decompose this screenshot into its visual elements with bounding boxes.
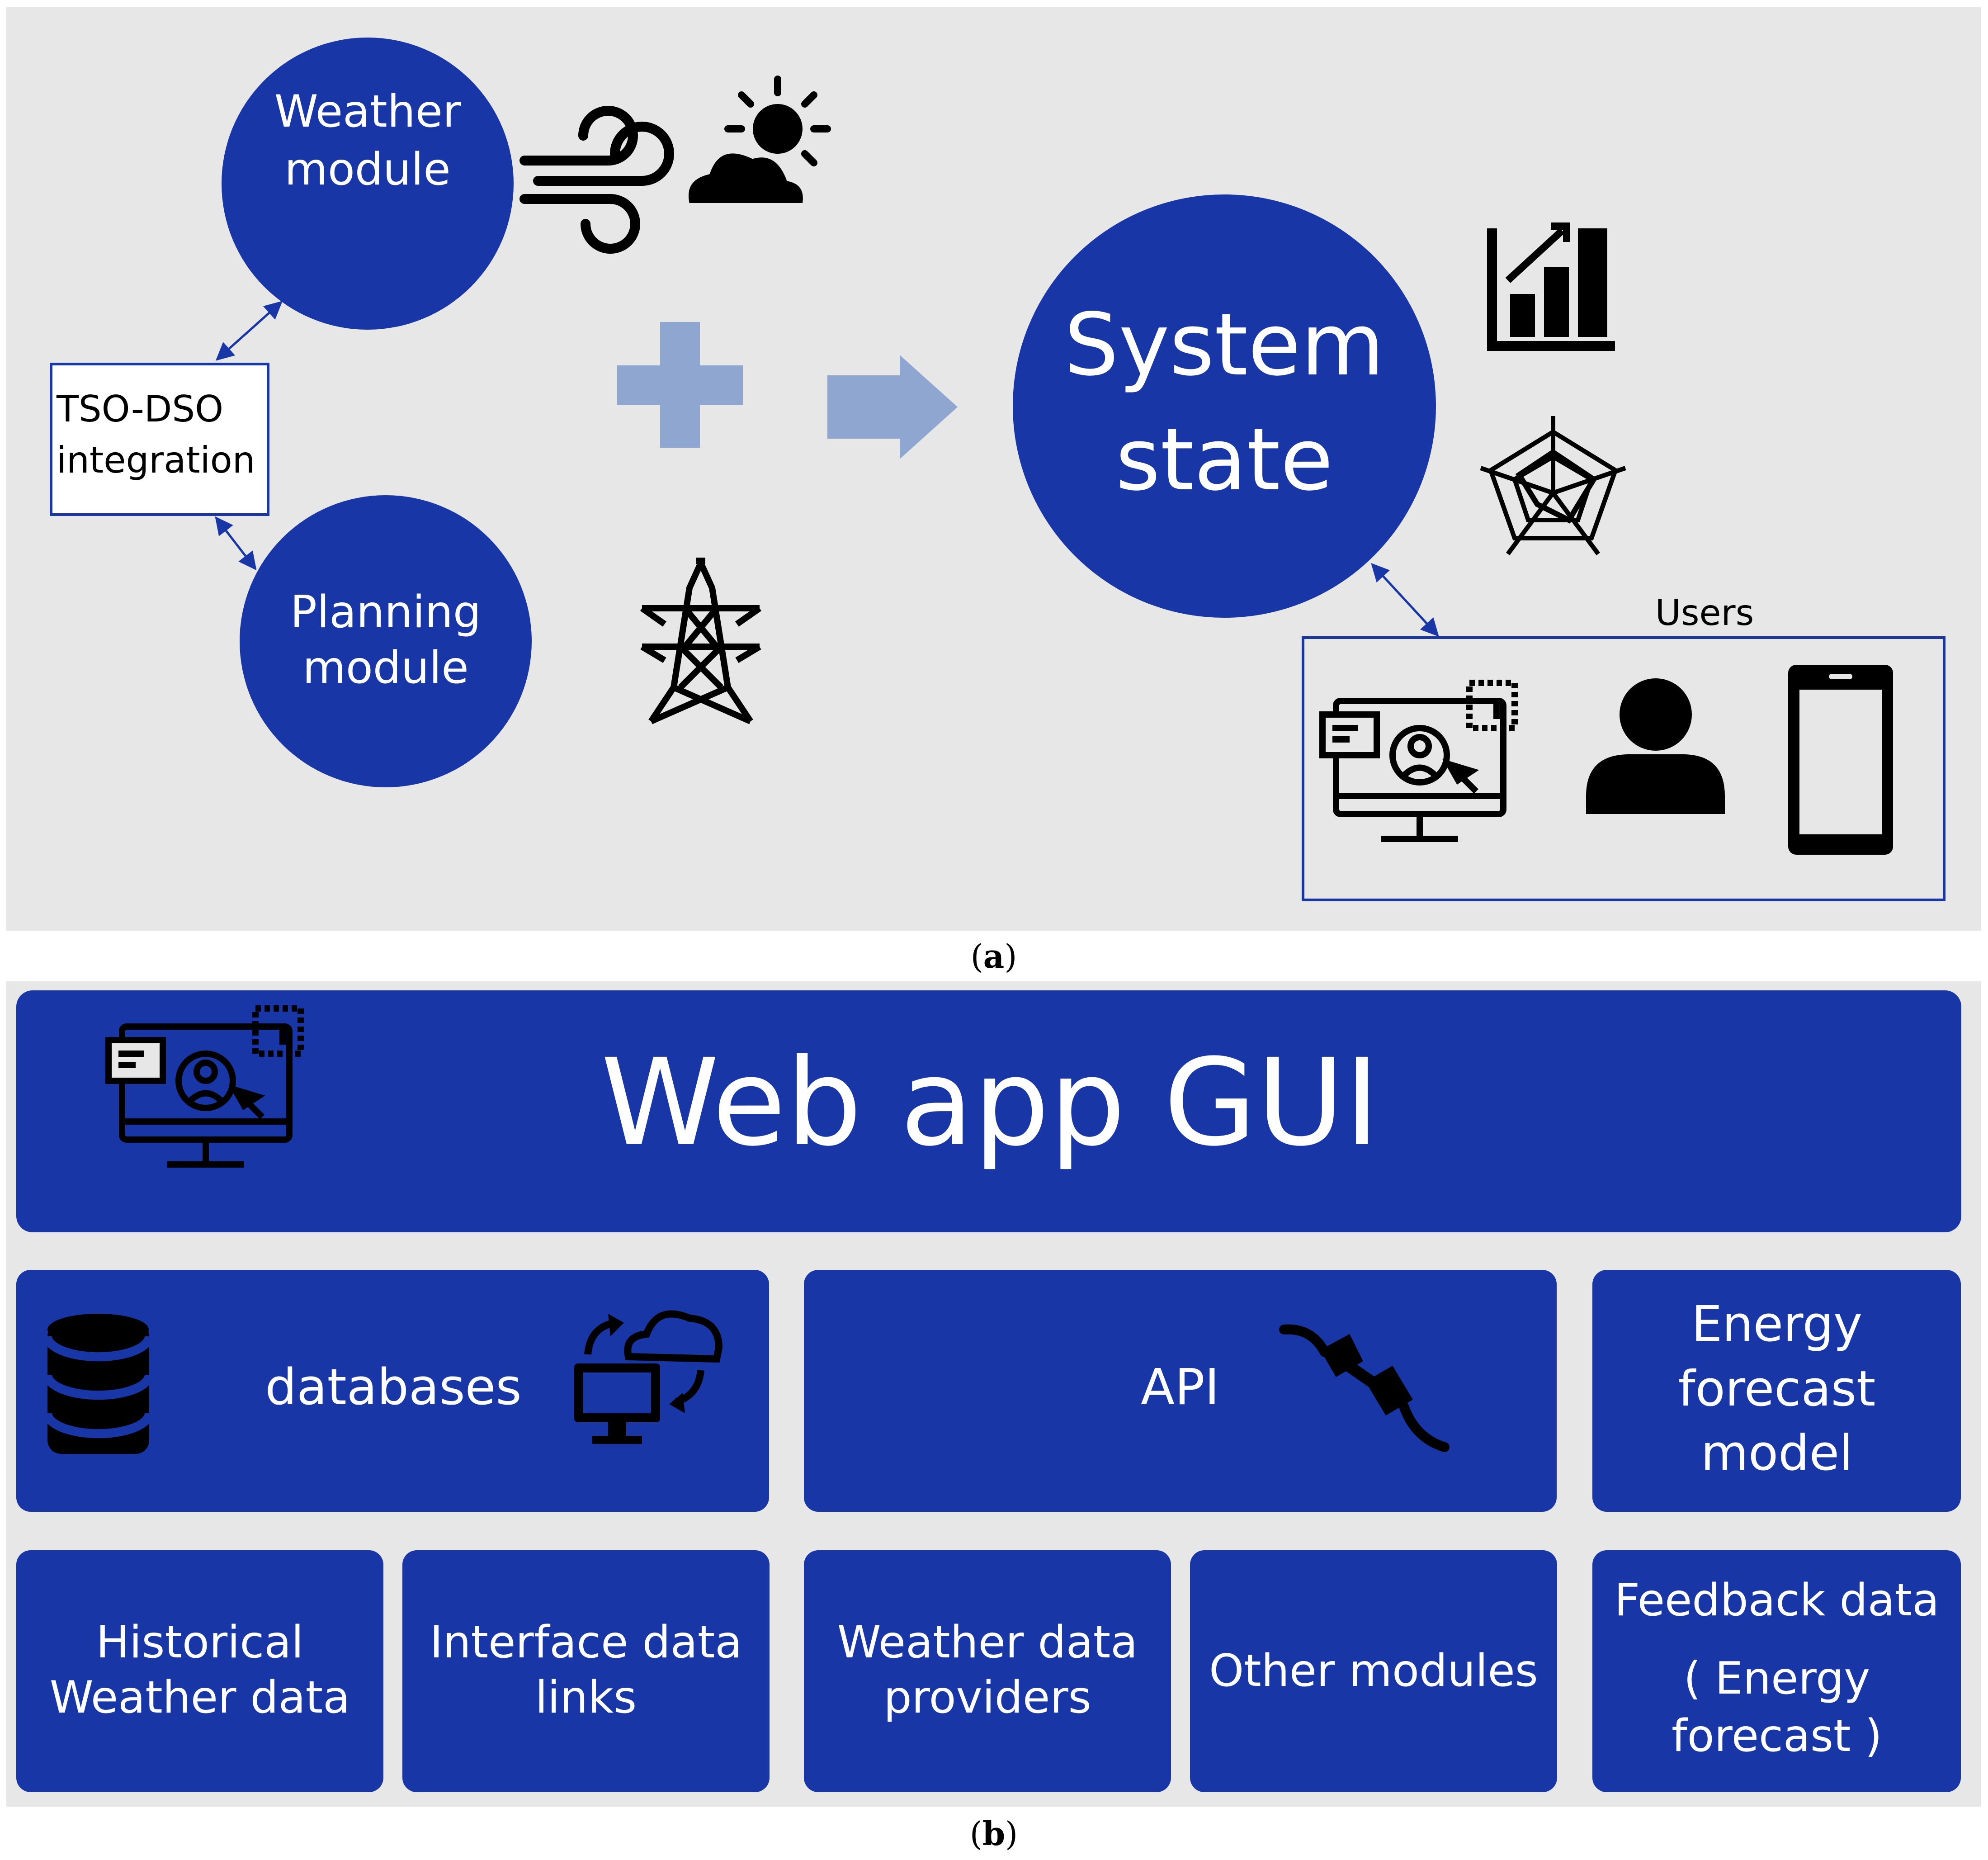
users-label: Users (1655, 593, 1754, 634)
weather-module-node: Weather module (222, 38, 514, 330)
tso-dso-label-1: TSO-DSO (56, 388, 223, 430)
caption-b-close: ) (1005, 1815, 1018, 1853)
feedback-data-box: Feedback data ( Energy forecast ) (1592, 1550, 1961, 1792)
caption-b: (b) (970, 1814, 1018, 1853)
web-app-gui-title: Web app GUI (601, 1033, 1380, 1173)
caption-b-open: ( (970, 1815, 982, 1853)
historical-label-2: Weather data (50, 1672, 350, 1723)
wind-icon (519, 106, 674, 254)
feedback-label-2: ( Energy (1684, 1653, 1870, 1704)
smartphone-icon (1788, 665, 1893, 855)
arrow-right-icon (827, 355, 958, 459)
radar-chart-icon (1480, 416, 1626, 555)
system-state-label-2: state (1115, 410, 1333, 510)
caption-a-letter: a (983, 937, 1005, 975)
connector-state-users (1371, 563, 1439, 637)
transmission-tower-icon (640, 558, 762, 724)
feedback-label-3: forecast ) (1672, 1710, 1882, 1762)
weather-providers-label-1: Weather data (837, 1617, 1138, 1668)
plus-icon (617, 322, 743, 448)
weather-providers-box: Weather data providers (804, 1550, 1171, 1792)
energy-forecast-label-2: forecast (1678, 1361, 1876, 1417)
users-box (1302, 636, 1946, 901)
weather-providers-label-2: providers (883, 1672, 1091, 1723)
other-modules-label: Other modules (1209, 1645, 1538, 1697)
connector-tso-weather (216, 301, 283, 361)
databases-box: databases (16, 1270, 769, 1512)
interface-label-1: Interface data (430, 1617, 742, 1668)
interface-data-box: Interface data links (402, 1550, 770, 1792)
feedback-label-1: Feedback data (1615, 1575, 1940, 1626)
other-modules-box: Other modules (1190, 1550, 1557, 1792)
weather-module-label-1: Weather (274, 86, 461, 137)
energy-forecast-box: Energy forecast model (1592, 1270, 1961, 1512)
interface-label-2: links (535, 1672, 637, 1723)
api-box: API (804, 1270, 1557, 1512)
planning-module-label-2: module (302, 642, 468, 694)
caption-a-open: ( (971, 937, 983, 975)
historical-weather-box: Historical Weather data (16, 1550, 383, 1792)
person-icon (1586, 678, 1725, 814)
planning-module-node: Planning module (240, 495, 532, 787)
historical-label-1: Historical (96, 1617, 303, 1668)
database-icon (43, 1314, 154, 1454)
bar-chart-icon (1487, 222, 1615, 351)
tso-dso-box: TSO-DSO integration (50, 363, 269, 516)
tso-dso-label-2: integration (57, 439, 255, 481)
system-state-label-1: System (1064, 295, 1385, 395)
planning-module-label-1: Planning (290, 587, 481, 638)
databases-label: databases (265, 1358, 521, 1416)
sun-cloud-icon (683, 76, 831, 208)
plug-icon (1279, 1324, 1450, 1452)
energy-forecast-label-1: Energy (1691, 1296, 1862, 1353)
weather-module-label-2: module (284, 144, 450, 195)
connector-tso-planning (215, 516, 257, 571)
web-app-gui-header: Web app GUI (16, 990, 1961, 1232)
caption-a-close: ) (1004, 937, 1017, 975)
caption-a: (a) (971, 937, 1017, 975)
api-label: API (1141, 1358, 1219, 1416)
cloud-sync-icon (574, 1310, 723, 1444)
caption-b-letter: b (982, 1814, 1005, 1853)
energy-forecast-label-3: model (1701, 1425, 1853, 1481)
system-state-node: System state (1013, 194, 1436, 618)
